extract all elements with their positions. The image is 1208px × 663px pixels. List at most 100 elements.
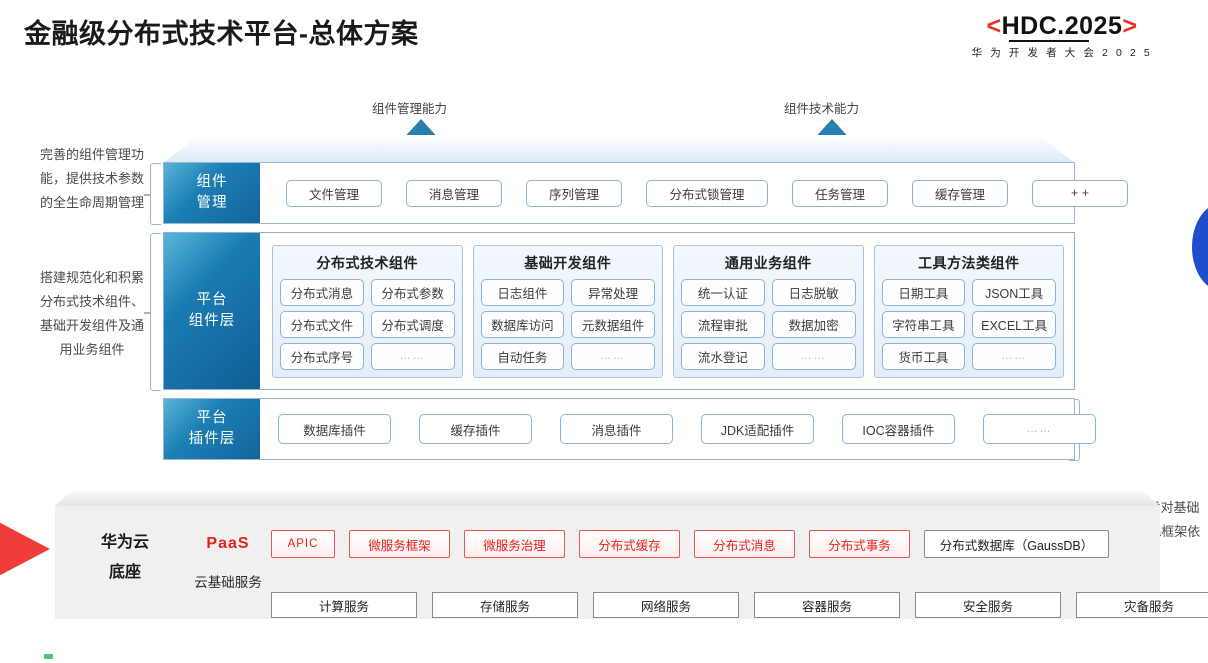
paas-item-microservice-governance[interactable]: 微服务治理 [464,530,565,558]
group-common-business: 通用业务组件 统一认证 日志脱敏 流程审批 数据加密 流水登记 …… [673,244,864,378]
group-item[interactable]: 数据库访问 [480,310,565,338]
layer-component-management: 组件 管理 文件管理 消息管理 序列管理 分布式锁管理 任务管理 缓存管理 + … [163,162,1128,224]
group-item[interactable]: 分布式序号 [280,342,364,370]
hdc-logo: <HDC.2025> 华 为 开 发 者 大 会 2 0 2 5 [932,14,1192,60]
group-item[interactable]: 字符串工具 [881,310,966,338]
group-item[interactable]: 分布式文件 [280,310,364,338]
group-item-more[interactable]: …… [972,342,1056,370]
group-title: 基础开发组件 [524,254,612,271]
group-item[interactable]: 数据加密 [771,310,856,338]
group-item-more[interactable]: …… [571,342,655,370]
stack-top-face [163,135,1075,163]
plugin-item-database[interactable]: 数据库插件 [278,414,391,444]
group-item[interactable]: 统一认证 [681,278,765,306]
component-item-more[interactable]: + + [1032,179,1128,207]
component-item-sequence-mgmt[interactable]: 序列管理 [526,179,622,207]
brace-component-mgmt [144,163,161,225]
infra-item-security[interactable]: 安全服务 [915,592,1061,618]
group-item-more[interactable]: …… [370,342,455,370]
component-management-items: 文件管理 消息管理 序列管理 分布式锁管理 任务管理 缓存管理 + + [260,179,1152,207]
group-items: 统一认证 日志脱敏 流程审批 数据加密 流水登记 …… [681,278,856,370]
component-item-message-mgmt[interactable]: 消息管理 [406,179,502,207]
paas-label: PaaS [206,535,250,552]
layer-label-line2: 组件层 [188,313,236,329]
layer-label-line1: 组件 [196,173,228,190]
architecture-stack: 组件 管理 文件管理 消息管理 序列管理 分布式锁管理 任务管理 缓存管理 + … [163,162,1128,469]
cloud-base-panel: 华为云 底座 PaaS 云基础服务 APIC 微服务框架 微服务治理 分布式缓存… [55,506,1208,619]
paas-services-row: APIC 微服务框架 微服务治理 分布式缓存 分布式消息 分布式事务 分布式数据… [271,530,1109,558]
layer-label-line2: 插件层 [188,431,236,447]
infra-item-compute[interactable]: 计算服务 [271,592,417,618]
group-item[interactable]: 流程审批 [681,310,765,338]
component-item-task-mgmt[interactable]: 任务管理 [792,179,888,207]
plugin-item-message[interactable]: 消息插件 [560,414,673,444]
layer-label-line1: 平台 [196,409,228,426]
infra-label: 云基础服务 [194,575,262,590]
layer-platform-plugin: 平台 插件层 数据库插件 缓存插件 消息插件 JDK适配插件 IOC容器插件 …… [163,398,1096,460]
blue-lens-decoration [1192,203,1208,291]
cloud-base-row-labels: PaaS 云基础服务 [173,530,283,596]
group-items: 日志组件 异常处理 数据库访问 元数据组件 自动任务 …… [480,278,655,370]
group-item[interactable]: 分布式参数 [370,278,455,306]
cloud-base-label-line1: 华为云 [100,534,149,551]
infra-services-row: 计算服务 存储服务 网络服务 容器服务 安全服务 灾备服务 [271,592,1208,618]
paas-item-distributed-database[interactable]: 分布式数据库（GaussDB） [924,530,1109,558]
group-item[interactable]: 分布式调度 [370,310,455,338]
bracket-left-icon: < [986,12,1002,40]
group-title: 工具方法类组件 [918,254,1020,271]
paas-item-distributed-message[interactable]: 分布式消息 [694,530,795,558]
layer-platform-component: 平台 组件层 分布式技术组件 分布式消息 分布式参数 分布式文件 分布式调度 分… [163,232,1075,390]
group-item[interactable]: 日志组件 [480,278,565,306]
group-title: 通用业务组件 [724,254,812,271]
note-platform-component: 搭建规范化和积累分布式技术组件、基础开发组件及通用业务组件 [39,270,144,358]
layer-label-platform-component: 平台 组件层 [164,233,260,389]
green-dot-decoration [44,654,53,659]
group-title: 分布式技术组件 [316,254,418,271]
group-item[interactable]: EXCEL工具 [972,310,1056,338]
layer-body-platform-component: 分布式技术组件 分布式消息 分布式参数 分布式文件 分布式调度 分布式序号 ……… [260,233,1074,389]
plugin-item-cache[interactable]: 缓存插件 [419,414,532,444]
group-item[interactable]: 日期工具 [881,278,966,306]
group-item[interactable]: 分布式消息 [280,278,364,306]
infra-item-container[interactable]: 容器服务 [754,592,900,618]
paas-item-microservice-framework[interactable]: 微服务框架 [349,530,450,558]
layer-label-line2: 管理 [196,195,228,211]
paas-item-apic[interactable]: APIC [271,530,335,558]
group-item[interactable]: JSON工具 [972,278,1056,306]
group-basic-dev: 基础开发组件 日志组件 异常处理 数据库访问 元数据组件 自动任务 …… [472,244,663,378]
hdc-logo-text: HDC.2025 [1001,12,1123,42]
group-item[interactable]: 自动任务 [480,342,565,370]
layer-label-platform-plugin: 平台 插件层 [164,399,260,459]
group-item[interactable]: 元数据组件 [571,310,655,338]
hdc-logo-main: <HDC.2025> [932,12,1192,42]
paas-item-distributed-cache[interactable]: 分布式缓存 [579,530,680,558]
infra-item-disaster-recovery[interactable]: 灾备服务 [1076,592,1208,618]
note-component-mgmt: 完善的组件管理功能，提供技术参数的全生命周期管理 [39,147,144,211]
group-item[interactable]: 异常处理 [571,278,655,306]
plugin-item-more[interactable]: …… [983,414,1096,444]
group-item[interactable]: 日志脱敏 [771,278,856,306]
plugin-item-ioc-container[interactable]: IOC容器插件 [842,414,955,444]
component-item-cache-mgmt[interactable]: 缓存管理 [912,179,1008,207]
component-groups: 分布式技术组件 分布式消息 分布式参数 分布式文件 分布式调度 分布式序号 ……… [260,238,1074,385]
plugin-item-jdk-adapter[interactable]: JDK适配插件 [701,414,814,444]
cloud-base-label: 华为云 底座 [79,528,171,589]
component-item-distributed-lock-mgmt[interactable]: 分布式锁管理 [646,179,768,207]
group-item-more[interactable]: …… [771,342,856,370]
cloud-base-top-face [55,490,1160,506]
layer-body-platform-plugin: 数据库插件 缓存插件 消息插件 JDK适配插件 IOC容器插件 …… [260,399,1124,459]
group-item[interactable]: 货币工具 [881,342,966,370]
plugin-items: 数据库插件 缓存插件 消息插件 JDK适配插件 IOC容器插件 …… [260,414,1124,444]
group-tool-method: 工具方法类组件 日期工具 JSON工具 字符串工具 EXCEL工具 货币工具 …… [873,244,1064,378]
infra-item-network[interactable]: 网络服务 [593,592,739,618]
red-wedge-decoration [0,508,50,590]
bracket-right-icon: > [1122,12,1138,40]
component-item-file-mgmt[interactable]: 文件管理 [286,179,382,207]
brace-platform-component [144,233,161,391]
layer-label-line1: 平台 [196,291,228,308]
infra-item-storage[interactable]: 存储服务 [432,592,578,618]
group-item[interactable]: 流水登记 [681,342,765,370]
group-items: 分布式消息 分布式参数 分布式文件 分布式调度 分布式序号 …… [280,278,455,370]
paas-item-distributed-transaction[interactable]: 分布式事务 [809,530,910,558]
